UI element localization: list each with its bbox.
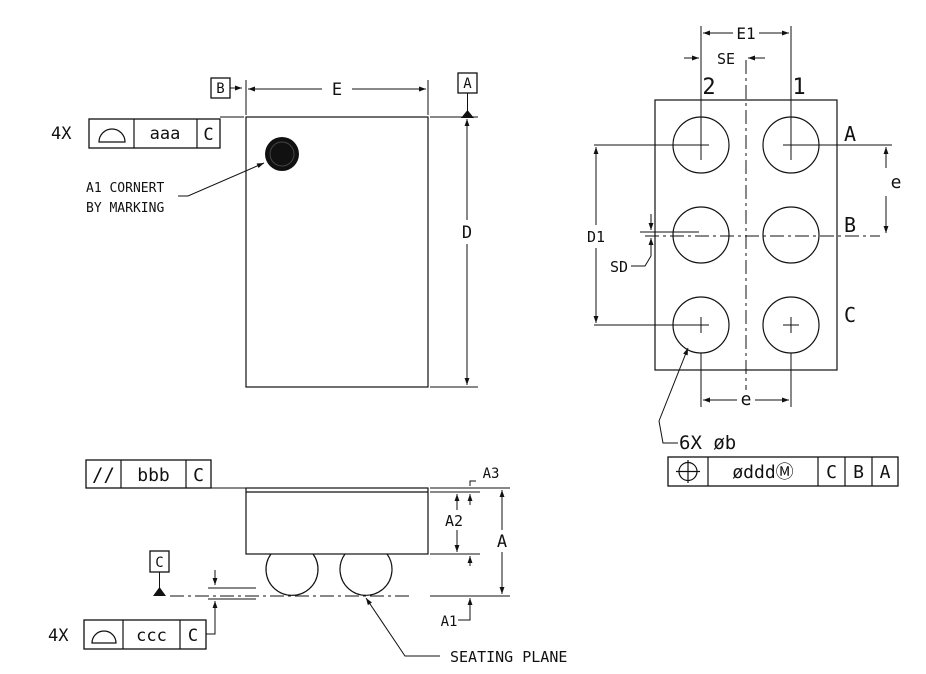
package-body-top [245, 116, 429, 388]
dim-pitch-v-label: e [891, 172, 902, 193]
fcf-parallel-tolerance: bbb [137, 465, 170, 486]
ball-b2 [672, 206, 730, 264]
marking-label-line2: BY MARKING [86, 201, 164, 216]
ball-callout-label: 6X øb [679, 432, 736, 454]
dim-d-label: D [462, 223, 472, 243]
fcf-top-tolerance: aaa [150, 124, 181, 144]
seating-plane-label: SEATING PLANE [450, 648, 567, 666]
column-label-1: 1 [792, 75, 805, 100]
coplanarity-leader [206, 616, 216, 635]
column-label-2: 2 [702, 75, 715, 100]
dim-d1-label: D1 [587, 228, 605, 246]
ball-c1 [762, 296, 820, 354]
profile-surface-icon [98, 128, 126, 143]
dim-e1-label: E1 [736, 24, 755, 43]
fcf-position-tolerance: ødddⓂ [732, 462, 793, 483]
dim-pitch-h-label: e [741, 389, 752, 410]
fcf-bottom-tolerance: ccc [136, 626, 167, 646]
marking-leader [178, 162, 265, 197]
dim-a-label: A [497, 532, 507, 552]
ball-callout-leader [658, 347, 689, 444]
fcf-position-datum-2: B [853, 462, 864, 483]
parallel-icon: // [92, 464, 115, 486]
dim-e-label: E [332, 80, 342, 100]
fcf-position-datum-3: A [880, 462, 891, 483]
dim-sd-leader [631, 255, 652, 267]
a1-marking-dot-sheen [269, 141, 295, 167]
solder-ball-2 [339, 553, 393, 596]
datum-c-label: C [155, 555, 163, 571]
datum-a-label: A [463, 76, 472, 92]
fcf-position-datum-1: C [826, 462, 837, 483]
fcf-parallel-frame [85, 459, 212, 489]
dim-se-label: SE [717, 50, 735, 68]
dim-a1-leader [458, 616, 471, 621]
package-body-side [245, 487, 429, 555]
row-label-a: A [844, 122, 856, 146]
row-label-b: B [844, 213, 856, 237]
row-label-c: C [844, 303, 856, 327]
fcf-top-datum: C [203, 125, 213, 145]
datum-a-triangle [461, 110, 474, 118]
fcf-bottom-datum: C [188, 626, 198, 646]
seating-plane-leader [365, 597, 440, 657]
ball-b1 [762, 206, 820, 264]
datum-c-triangle [153, 587, 166, 596]
dim-a1-label: A1 [441, 614, 458, 630]
side-view: // bbb C A3 A2 A A1 [48, 459, 567, 666]
fcf-position-frame [667, 456, 899, 487]
top-view: A1 CORNERT BY MARKING B E A D 4X aaa C [51, 72, 478, 388]
profile-surface-icon-2 [91, 630, 117, 644]
dim-sd-label: SD [610, 258, 628, 276]
dim-a3-leader [469, 480, 476, 486]
fcf-parallel-datum: C [193, 465, 204, 486]
datum-b-label: B [216, 81, 224, 97]
fcf-bottom-count: 4X [48, 626, 69, 646]
position-icon [676, 460, 700, 483]
solder-ball-1 [265, 553, 319, 596]
fcf-bottom-frame [83, 619, 207, 650]
marking-label-line1: A1 CORNERT [86, 181, 164, 196]
dim-a3-label: A3 [483, 466, 500, 482]
fcf-top-count: 4X [51, 124, 72, 144]
bottom-view: E1 SE 2 1 A B C e D1 SD e [584, 24, 902, 487]
dim-a2-label: A2 [445, 512, 463, 530]
fcf-top-frame [88, 118, 221, 149]
